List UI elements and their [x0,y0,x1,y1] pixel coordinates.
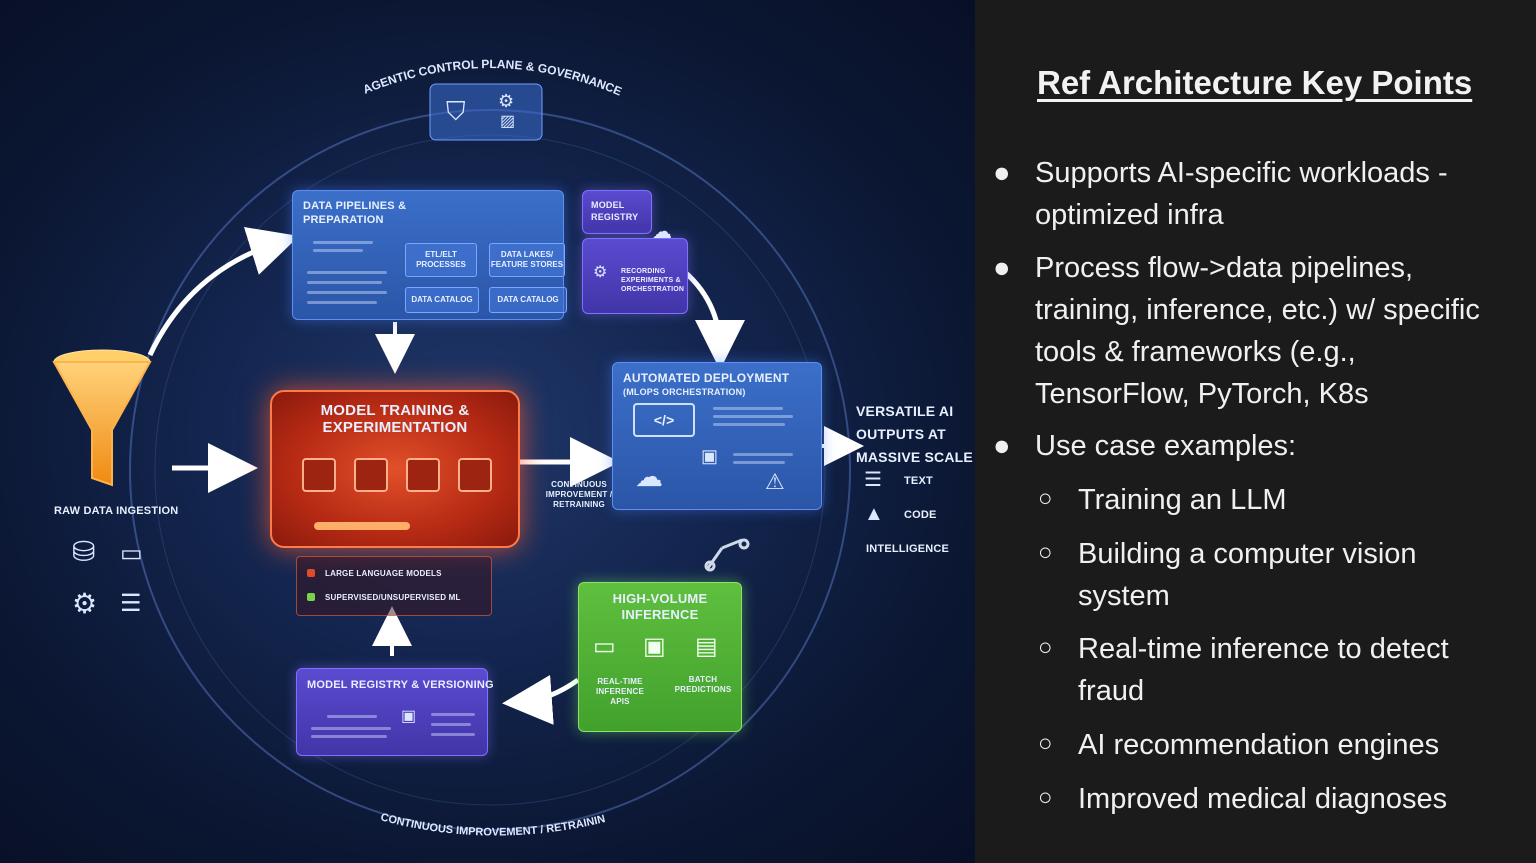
sub-bullet-5: ○ Improved medical diagnoses [1038,778,1518,820]
cloud-icon: ☁ [652,221,672,243]
graph-icon: ▤ [695,633,718,660]
sub-bullet-circle: ○ [1038,634,1053,661]
bullet-3: ● Use case examples: [993,425,1515,467]
data-catalog-subbox-2: DATA CATALOG [489,287,567,313]
sub-bullet-5-text: Improved medical diagnoses [1078,783,1448,815]
sub-bullet-1: ○ Training an LLM [1038,479,1518,521]
text-doc-icon: ☰ [864,469,882,491]
realtime-apis-label: REAL-TIME INFERENCE APIS [595,677,645,706]
bullet-dot: ● [993,430,1011,462]
robot-icon: ⚙ [498,91,515,111]
versioning-icon: ▣ [401,708,417,725]
automated-deployment-title: AUTOMATED DEPLOYMENT [623,371,790,385]
sub-bullet-3-text: Real-time inference to detect fraud [1078,633,1449,707]
training-models-list: LARGE LANGUAGE MODELS SUPERVISED/UNSUPER… [296,556,492,616]
chip-row [302,458,492,492]
high-volume-inference-title: HIGH-VOLUME INFERENCE [612,591,708,622]
model-registry-recording-box: ⚙ RECORDING EXPERIMENTS & ORCHESTRATION [582,238,688,314]
robot-arm-icon [704,538,750,572]
control-plane-panel [429,83,543,141]
image-icon: ▣ [701,446,719,466]
warning-icon: ⚠ [765,469,785,494]
key-points-panel: Ref Architecture Key Points ● Supports A… [975,0,1536,863]
model-registry-small-box: MODEL REGISTRY [582,190,652,234]
llm-indicator [307,569,315,577]
model-registry-versioning-box: MODEL REGISTRY & VERSIONING ▣ [296,668,494,756]
sub-bullet-2: ○ Building a computer vision system [1038,533,1498,617]
video-icon: ▭ [120,540,143,567]
ml-indicator [307,593,315,601]
bullet-2: ● Process flow->data pipelines, training… [993,247,1515,415]
versatile-outputs-title: VERSATILE AI OUTPUTS AT MASSIVE SCALE [856,403,973,465]
chart-icon: ▨ [500,113,516,130]
training-progress-bar [314,522,410,530]
document-icon: ☰ [120,590,142,617]
sub-bullet-1-text: Training an LLM [1078,484,1287,516]
sub-bullet-circle: ○ [1038,730,1053,757]
shield-icon: ⛉ [446,96,466,126]
bullet-3-text: Use case examples: [1035,430,1297,462]
model-training-box: MODEL TRAINING & EXPERIMENTATION [270,390,520,548]
output-intelligence: INTELLIGENCE [866,543,950,555]
output-text: TEXT [904,475,933,487]
funnel-icon [52,349,152,487]
sub-bullet-4: ○ AI recommendation engines [1038,724,1518,766]
model-registry-small-title: MODEL REGISTRY [591,200,639,222]
data-pipelines-title: DATA PIPELINES & PREPARATION [303,200,407,226]
data-pipelines-box: DATA PIPELINES & PREPARATION ETL/ELT PRO… [292,190,567,320]
data-lakes-subbox: DATA LAKES/ FEATURE STORES [489,243,565,277]
sub-bullet-2-text: Building a computer vision system [1078,538,1417,612]
ml-item: SUPERVISED/UNSUPERVISED ML [325,593,461,602]
architecture-diagram: AGENTIC CONTROL PLANE & GOVERNANCE CONTI… [0,0,975,863]
code-icon: </> [633,403,695,437]
llm-item: LARGE LANGUAGE MODELS [325,569,442,578]
raw-data-ingestion-label: RAW DATA INGESTION [54,505,179,517]
data-catalog-subbox-1: DATA CATALOG [405,287,479,313]
bullet-2-text: Process flow->data pipelines, training, … [1035,252,1480,410]
database-icon: ⛁ [72,536,96,567]
automated-deployment-subtitle: (MLOPS ORCHESTRATION) [623,387,746,397]
sub-bullet-3: ○ Real-time inference to detect fraud [1038,628,1518,712]
chat-icon: ▭ [593,633,616,660]
batch-predictions-label: BATCH PREDICTIONS [674,675,732,694]
arrow-ingest-to-pipelines [147,227,300,357]
picture-icon: ▣ [643,633,666,660]
mountain-icon: ▲ [864,503,884,525]
bullet-dot: ● [993,157,1011,189]
bullet-dot: ● [993,252,1011,284]
arm-gear-icon: ⚙ [593,264,608,281]
sub-bullet-circle: ○ [1038,539,1053,566]
model-registry-versioning-title: MODEL REGISTRY & VERSIONING [307,679,494,691]
sub-bullet-circle: ○ [1038,485,1053,512]
high-volume-inference-box: HIGH-VOLUME INFERENCE ▭ ▣ ▤ REAL-TIME IN… [578,582,742,732]
panel-title: Ref Architecture Key Points [1037,64,1473,101]
cloud-deploy-icon: ☁ [635,461,663,492]
settings-icon: ⚙ [72,588,98,619]
bullet-1-text: Supports AI-specific workloads - optimiz… [1035,157,1448,231]
bullet-1: ● Supports AI-specific workloads - optim… [993,152,1515,236]
sub-bullet-circle: ○ [1038,784,1053,811]
sub-bullet-4-text: AI recommendation engines [1078,729,1440,761]
automated-deployment-box: AUTOMATED DEPLOYMENT (MLOPS ORCHESTRATIO… [612,362,822,510]
model-registry-recording-text: RECORDING EXPERIMENTS & ORCHESTRATION [621,268,685,293]
arrow-inference-to-registry [502,674,580,725]
etl-subbox: ETL/ELT PROCESSES [405,243,477,277]
model-training-title: MODEL TRAINING & EXPERIMENTATION [320,402,470,436]
continuous-improvement-label: CONTINUOUS IMPROVEMENT / RETRAINING [545,480,613,509]
output-code: CODE [904,509,937,521]
